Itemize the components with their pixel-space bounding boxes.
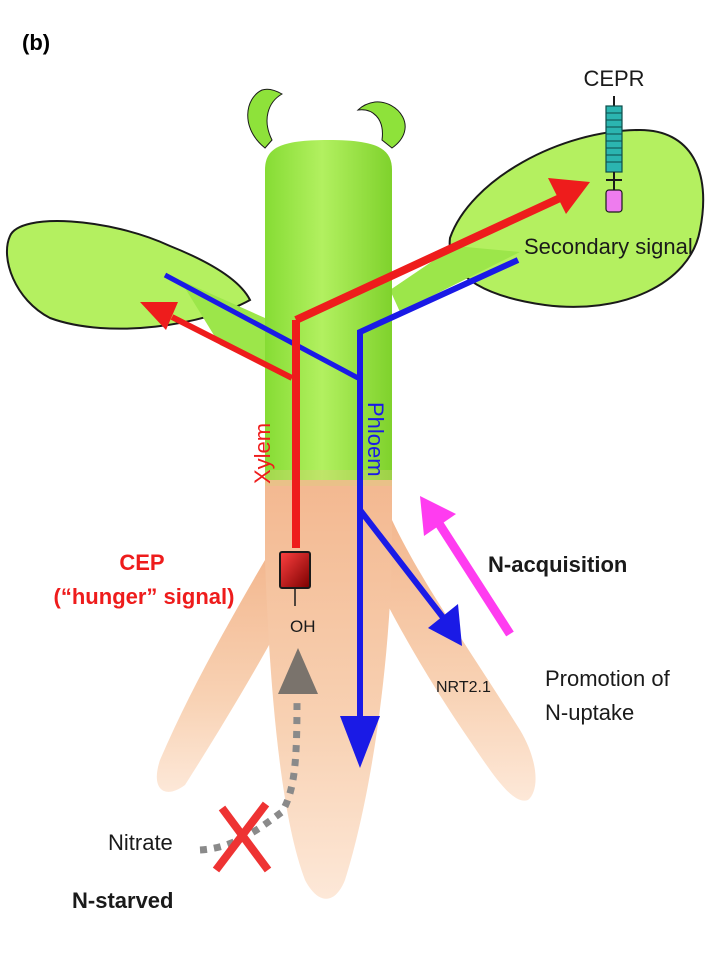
xylem-left-arrowhead xyxy=(140,302,178,330)
cep-label: CEP xyxy=(119,550,164,575)
n-acquisition-label: N-acquisition xyxy=(488,552,627,577)
phloem-leaf-line xyxy=(163,272,360,381)
xylem-label: Xylem xyxy=(250,423,275,484)
phloem-right-branch xyxy=(357,257,520,378)
nitrate-label: Nitrate xyxy=(108,830,173,855)
phloem-nrt-branch xyxy=(357,508,448,622)
phloem-label: Phloem xyxy=(363,402,388,477)
right-petiole xyxy=(390,246,520,312)
phloem-down-arrowhead xyxy=(340,716,380,768)
left-petiole xyxy=(180,280,265,366)
xylem-right-arrowhead xyxy=(548,178,590,214)
left-hook xyxy=(247,88,284,149)
blocked-cross-icon xyxy=(212,801,272,873)
hunger-signal-label: (“hunger” signal) xyxy=(54,584,235,609)
right-leaf xyxy=(448,128,705,308)
promotion-label: Promotion of xyxy=(545,666,671,691)
nitrate-signal-arrowhead xyxy=(278,648,318,694)
right-hook xyxy=(356,101,406,149)
n-uptake-label: N-uptake xyxy=(545,700,634,725)
cepr-label: CEPR xyxy=(583,66,644,91)
phloem-nrt-arrowhead xyxy=(428,604,462,646)
panel-label: (b) xyxy=(22,30,50,55)
left-leaf xyxy=(5,220,252,330)
nrt-label: NRT2.1 xyxy=(436,679,491,696)
n-starved-label: N-starved xyxy=(72,888,173,913)
nitrate-signal-path xyxy=(199,699,301,854)
n-acquisition-arrow xyxy=(434,519,514,637)
cepr-receptor-icon xyxy=(605,96,623,213)
n-acquisition-arrowhead xyxy=(420,496,456,536)
xylem-right-arrow xyxy=(294,194,562,324)
left-lateral-root xyxy=(156,560,288,792)
xylem-left-arrow xyxy=(170,314,294,381)
secondary-signal-label: Secondary signal xyxy=(524,234,693,259)
cep-peptide-icon xyxy=(279,551,311,589)
oh-label: OH xyxy=(290,617,316,636)
